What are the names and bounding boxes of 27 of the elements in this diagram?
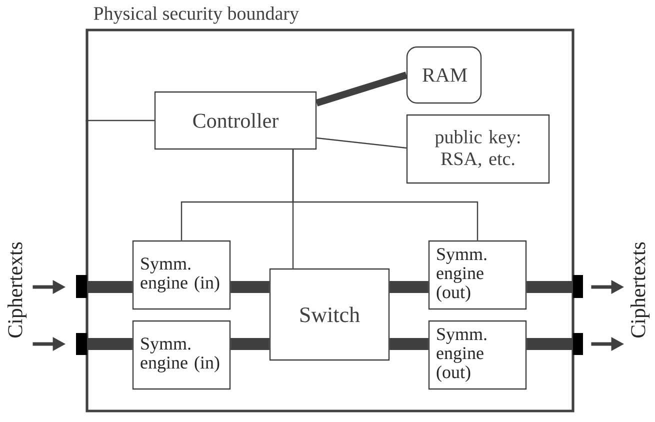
data-path: [87, 281, 132, 293]
process-box: Switch: [269, 268, 390, 361]
engine-box: Symm. engine (out): [428, 320, 527, 390]
data-path: [526, 338, 573, 350]
data-path: [316, 72, 408, 106]
data-path: [230, 338, 270, 350]
port-block: [573, 333, 583, 355]
memory-box: RAM: [406, 46, 482, 104]
engine-box: Symm. engine (out): [428, 240, 527, 310]
data-path: [390, 338, 428, 350]
port-block: [76, 275, 87, 298]
data-path: [526, 281, 573, 293]
node-label: Physical security boundary: [94, 6, 299, 24]
side-label: Ciphertexts: [630, 242, 650, 338]
data-path: [390, 281, 428, 293]
connector-line: [292, 150, 478, 240]
data-path: [87, 338, 132, 350]
process-box: Controller: [154, 91, 317, 150]
process-box: public key: RSA, etc.: [406, 114, 550, 184]
connector-line: [86, 120, 154, 122]
data-path: [230, 281, 270, 293]
port-block: [76, 333, 87, 355]
engine-box: Symm. engine (in): [132, 320, 231, 390]
connector-line: [316, 137, 406, 149]
port-block: [573, 275, 583, 298]
side-label: Ciphertexts: [8, 242, 27, 338]
engine-box: Symm. engine (in): [132, 240, 231, 310]
